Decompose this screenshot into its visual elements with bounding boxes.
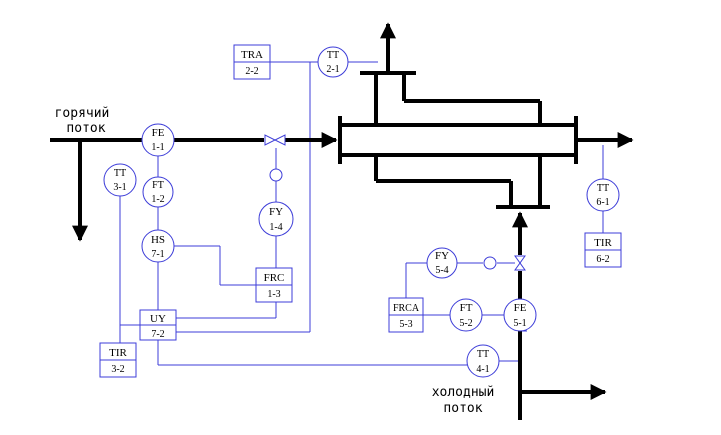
- svg-text:6-2: 6-2: [596, 254, 609, 265]
- hot-stream-label-line1: горячий: [55, 106, 110, 121]
- control-valve-cold: [514, 255, 526, 271]
- valve-actuator-hot: [269, 168, 283, 182]
- instrument-frca-5-3: FRCA 5-3: [388, 297, 424, 333]
- instrument-fy-5-4: FY 5-4: [426, 247, 458, 279]
- svg-text:5-1: 5-1: [513, 318, 526, 329]
- svg-text:FE: FE: [152, 127, 165, 139]
- cold-stream-label-line1: холодный: [432, 385, 495, 400]
- svg-text:1-4: 1-4: [269, 222, 282, 233]
- svg-text:FRC: FRC: [264, 272, 285, 284]
- instrument-tir-6-2: TIR 6-2: [584, 232, 622, 268]
- instrument-fy-1-4: FY 1-4: [258, 201, 294, 237]
- svg-text:5-2: 5-2: [459, 318, 472, 329]
- svg-text:5-4: 5-4: [435, 265, 448, 276]
- svg-text:TRA: TRA: [241, 49, 263, 61]
- svg-text:2-2: 2-2: [245, 66, 258, 77]
- instrument-frc-1-3: FRC 1-3: [255, 267, 293, 303]
- instrument-fe-5-1: FE 5-1: [503, 298, 537, 332]
- instrument-uy-7-2: UY 7-2: [139, 309, 177, 341]
- svg-text:7-1: 7-1: [151, 249, 164, 260]
- svg-text:FRCA: FRCA: [393, 303, 420, 314]
- svg-text:1-2: 1-2: [151, 194, 164, 205]
- instrument-hs-7-1: HS 7-1: [141, 229, 175, 263]
- svg-text:6-1: 6-1: [596, 197, 609, 208]
- svg-text:2-1: 2-1: [326, 64, 339, 75]
- svg-text:FE: FE: [514, 302, 527, 314]
- instrument-ft-1-2: FT 1-2: [142, 176, 174, 208]
- svg-text:5-3: 5-3: [399, 319, 412, 330]
- instrument-tt-3-1: TT 3-1: [103, 163, 137, 197]
- svg-text:TT: TT: [477, 349, 489, 360]
- svg-text:TIR: TIR: [109, 347, 127, 359]
- svg-text:FT: FT: [460, 302, 473, 314]
- instrument-ft-5-2: FT 5-2: [449, 298, 483, 332]
- svg-text:FT: FT: [152, 180, 164, 191]
- svg-text:4-1: 4-1: [476, 364, 489, 375]
- instrument-tir-3-2: TIR 3-2: [99, 342, 137, 378]
- svg-text:1-1: 1-1: [151, 142, 164, 153]
- svg-text:TIR: TIR: [594, 237, 612, 249]
- svg-text:1-3: 1-3: [267, 289, 280, 300]
- svg-text:UY: UY: [150, 313, 166, 325]
- instrument-tt-4-1: TT 4-1: [466, 344, 500, 378]
- cold-stream-label-line2: поток: [443, 401, 482, 416]
- svg-text:FY: FY: [269, 206, 283, 218]
- instrument-fe-1-1: FE 1-1: [141, 123, 175, 157]
- svg-text:TT: TT: [597, 183, 609, 194]
- svg-text:3-2: 3-2: [111, 364, 124, 375]
- instrument-tra-2-2: TRA 2-2: [233, 44, 271, 80]
- svg-text:HS: HS: [151, 234, 165, 246]
- svg-text:3-1: 3-1: [113, 182, 126, 193]
- svg-text:FY: FY: [435, 250, 449, 262]
- heat-exchanger-shell: [338, 123, 578, 157]
- instrument-tt-6-1: TT 6-1: [586, 178, 620, 212]
- instrument-tt-2-1: TT 2-1: [317, 46, 349, 78]
- process-lines: [50, 22, 634, 420]
- svg-text:TT: TT: [327, 50, 339, 61]
- valve-actuator-cold: [483, 256, 497, 270]
- control-valve-hot: [264, 134, 286, 146]
- svg-text:TT: TT: [114, 168, 126, 179]
- svg-text:7-2: 7-2: [151, 329, 164, 340]
- hot-stream-label-line2: поток: [66, 121, 105, 136]
